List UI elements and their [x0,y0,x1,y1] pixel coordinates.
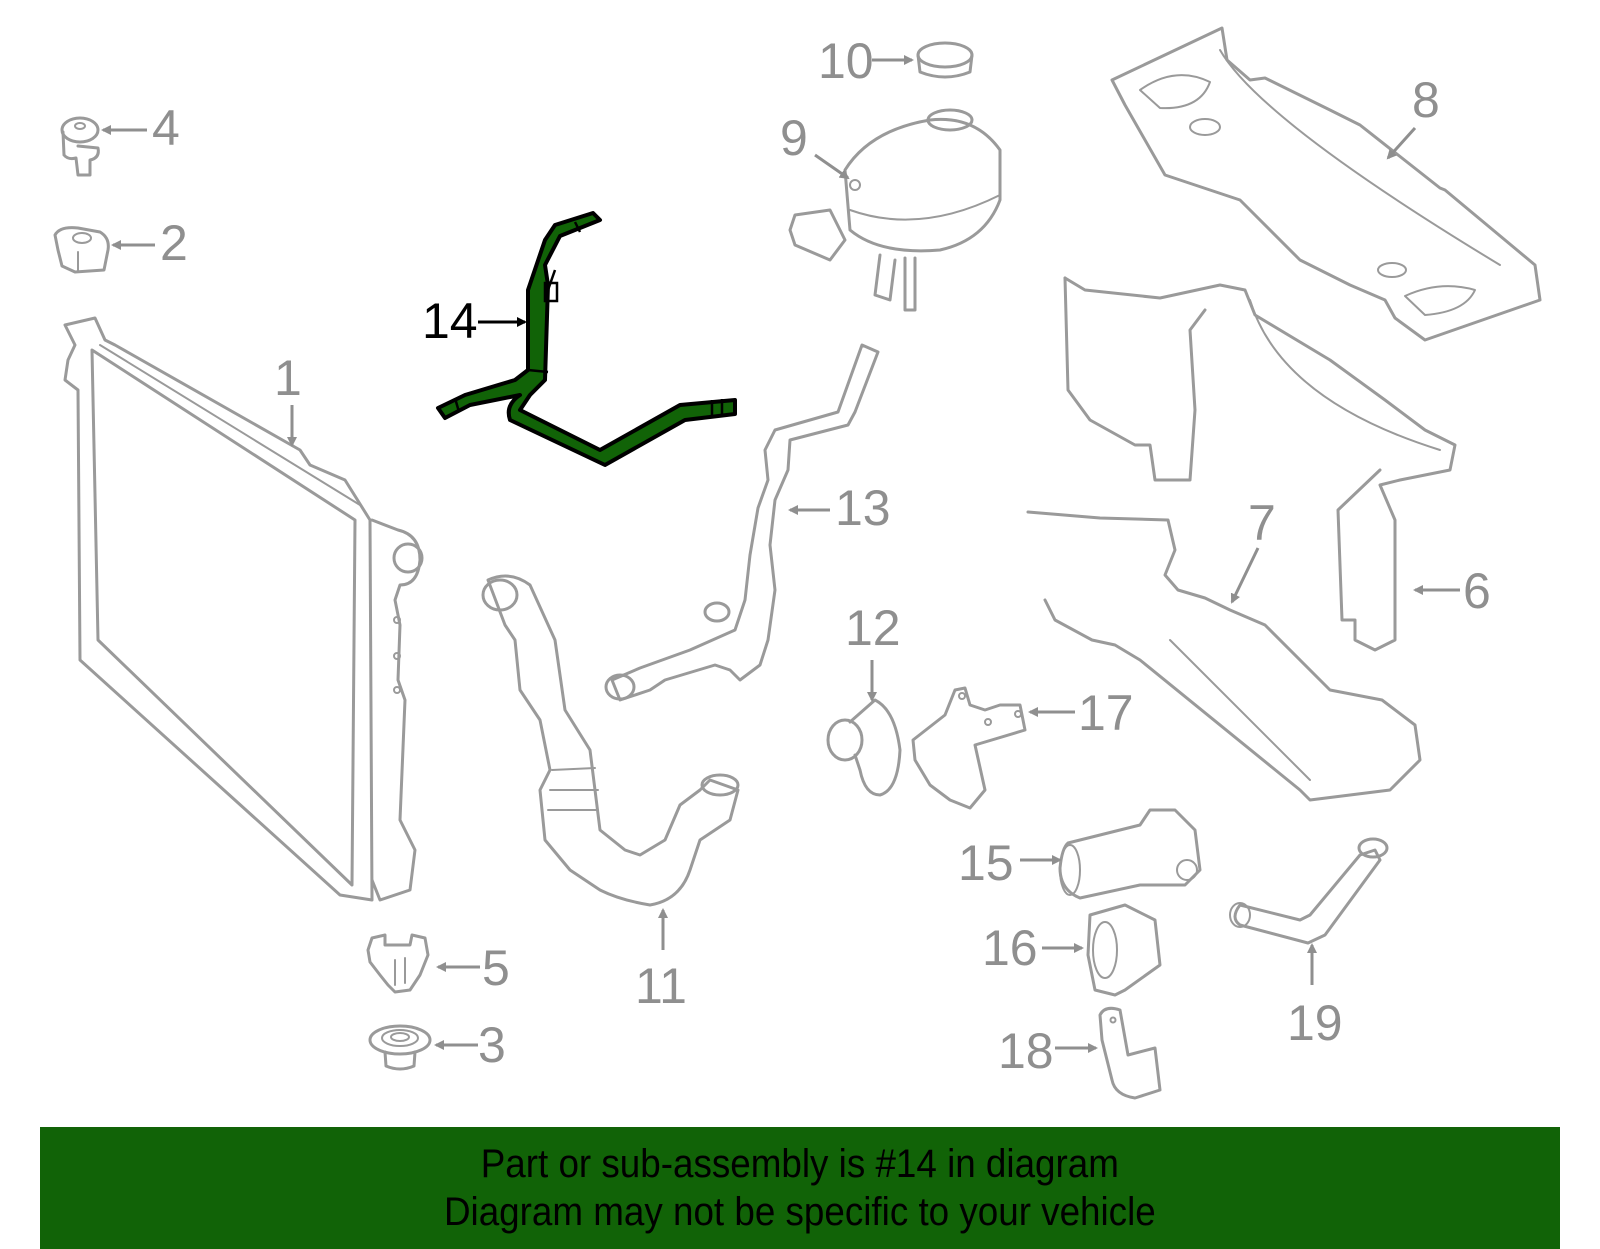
callout-12: 12 [845,600,901,656]
callout-8: 8 [1412,72,1440,128]
banner-line-1: Part or sub-assembly is #14 in diagram [480,1142,1120,1186]
callout-14: 14 [422,293,478,349]
part-17-bracket[interactable]: 17 [911,685,1134,810]
callout-18: 18 [998,1023,1054,1079]
part-19-pipe[interactable]: 19 [1229,837,1389,1051]
part-3-grommet[interactable]: 3 [368,1017,506,1073]
callout-4: 4 [152,100,180,156]
part-1-radiator[interactable]: 1 [63,316,424,902]
callout-13: 13 [835,480,891,536]
info-banner: Part or sub-assembly is #14 in diagram D… [40,1127,1560,1249]
callout-15: 15 [958,835,1014,891]
callout-10: 10 [818,33,874,89]
callout-9: 9 [780,110,808,166]
part-13-hose[interactable]: 13 [604,343,891,702]
callout-16: 16 [982,920,1038,976]
part-16-seal[interactable]: 16 [982,903,1162,997]
callout-6: 6 [1463,563,1491,619]
callout-7: 7 [1248,495,1276,551]
part-2-nut[interactable]: 2 [53,215,188,274]
callout-3: 3 [478,1017,506,1073]
callout-17: 17 [1078,685,1134,741]
part-11-lower-hose[interactable]: 11 [481,574,740,1014]
part-6-air-guide[interactable]: 6 [1063,276,1491,652]
part-18-shield[interactable]: 18 [998,1006,1162,1100]
callout-1: 1 [274,350,302,406]
callout-2: 2 [160,215,188,271]
banner-line-2: Diagram may not be specific to your vehi… [444,1190,1156,1234]
part-12-outlet[interactable]: 12 [826,600,902,797]
callout-19: 19 [1287,995,1343,1051]
part-10-cap[interactable]: 10 [818,33,974,89]
part-14-coolant-hose[interactable]: 14 [422,211,737,467]
part-15-pump[interactable]: 15 [958,808,1202,900]
part-7-lower-air-guide[interactable]: 7 [1026,495,1422,802]
callout-11: 11 [635,958,687,1014]
part-8-upper-support[interactable]: 8 [1110,26,1542,342]
part-4-clip[interactable]: 4 [60,100,180,177]
part-5-retainer[interactable]: 5 [366,933,510,996]
callout-5: 5 [482,940,510,996]
part-9-reservoir[interactable]: 9 [780,108,1002,312]
